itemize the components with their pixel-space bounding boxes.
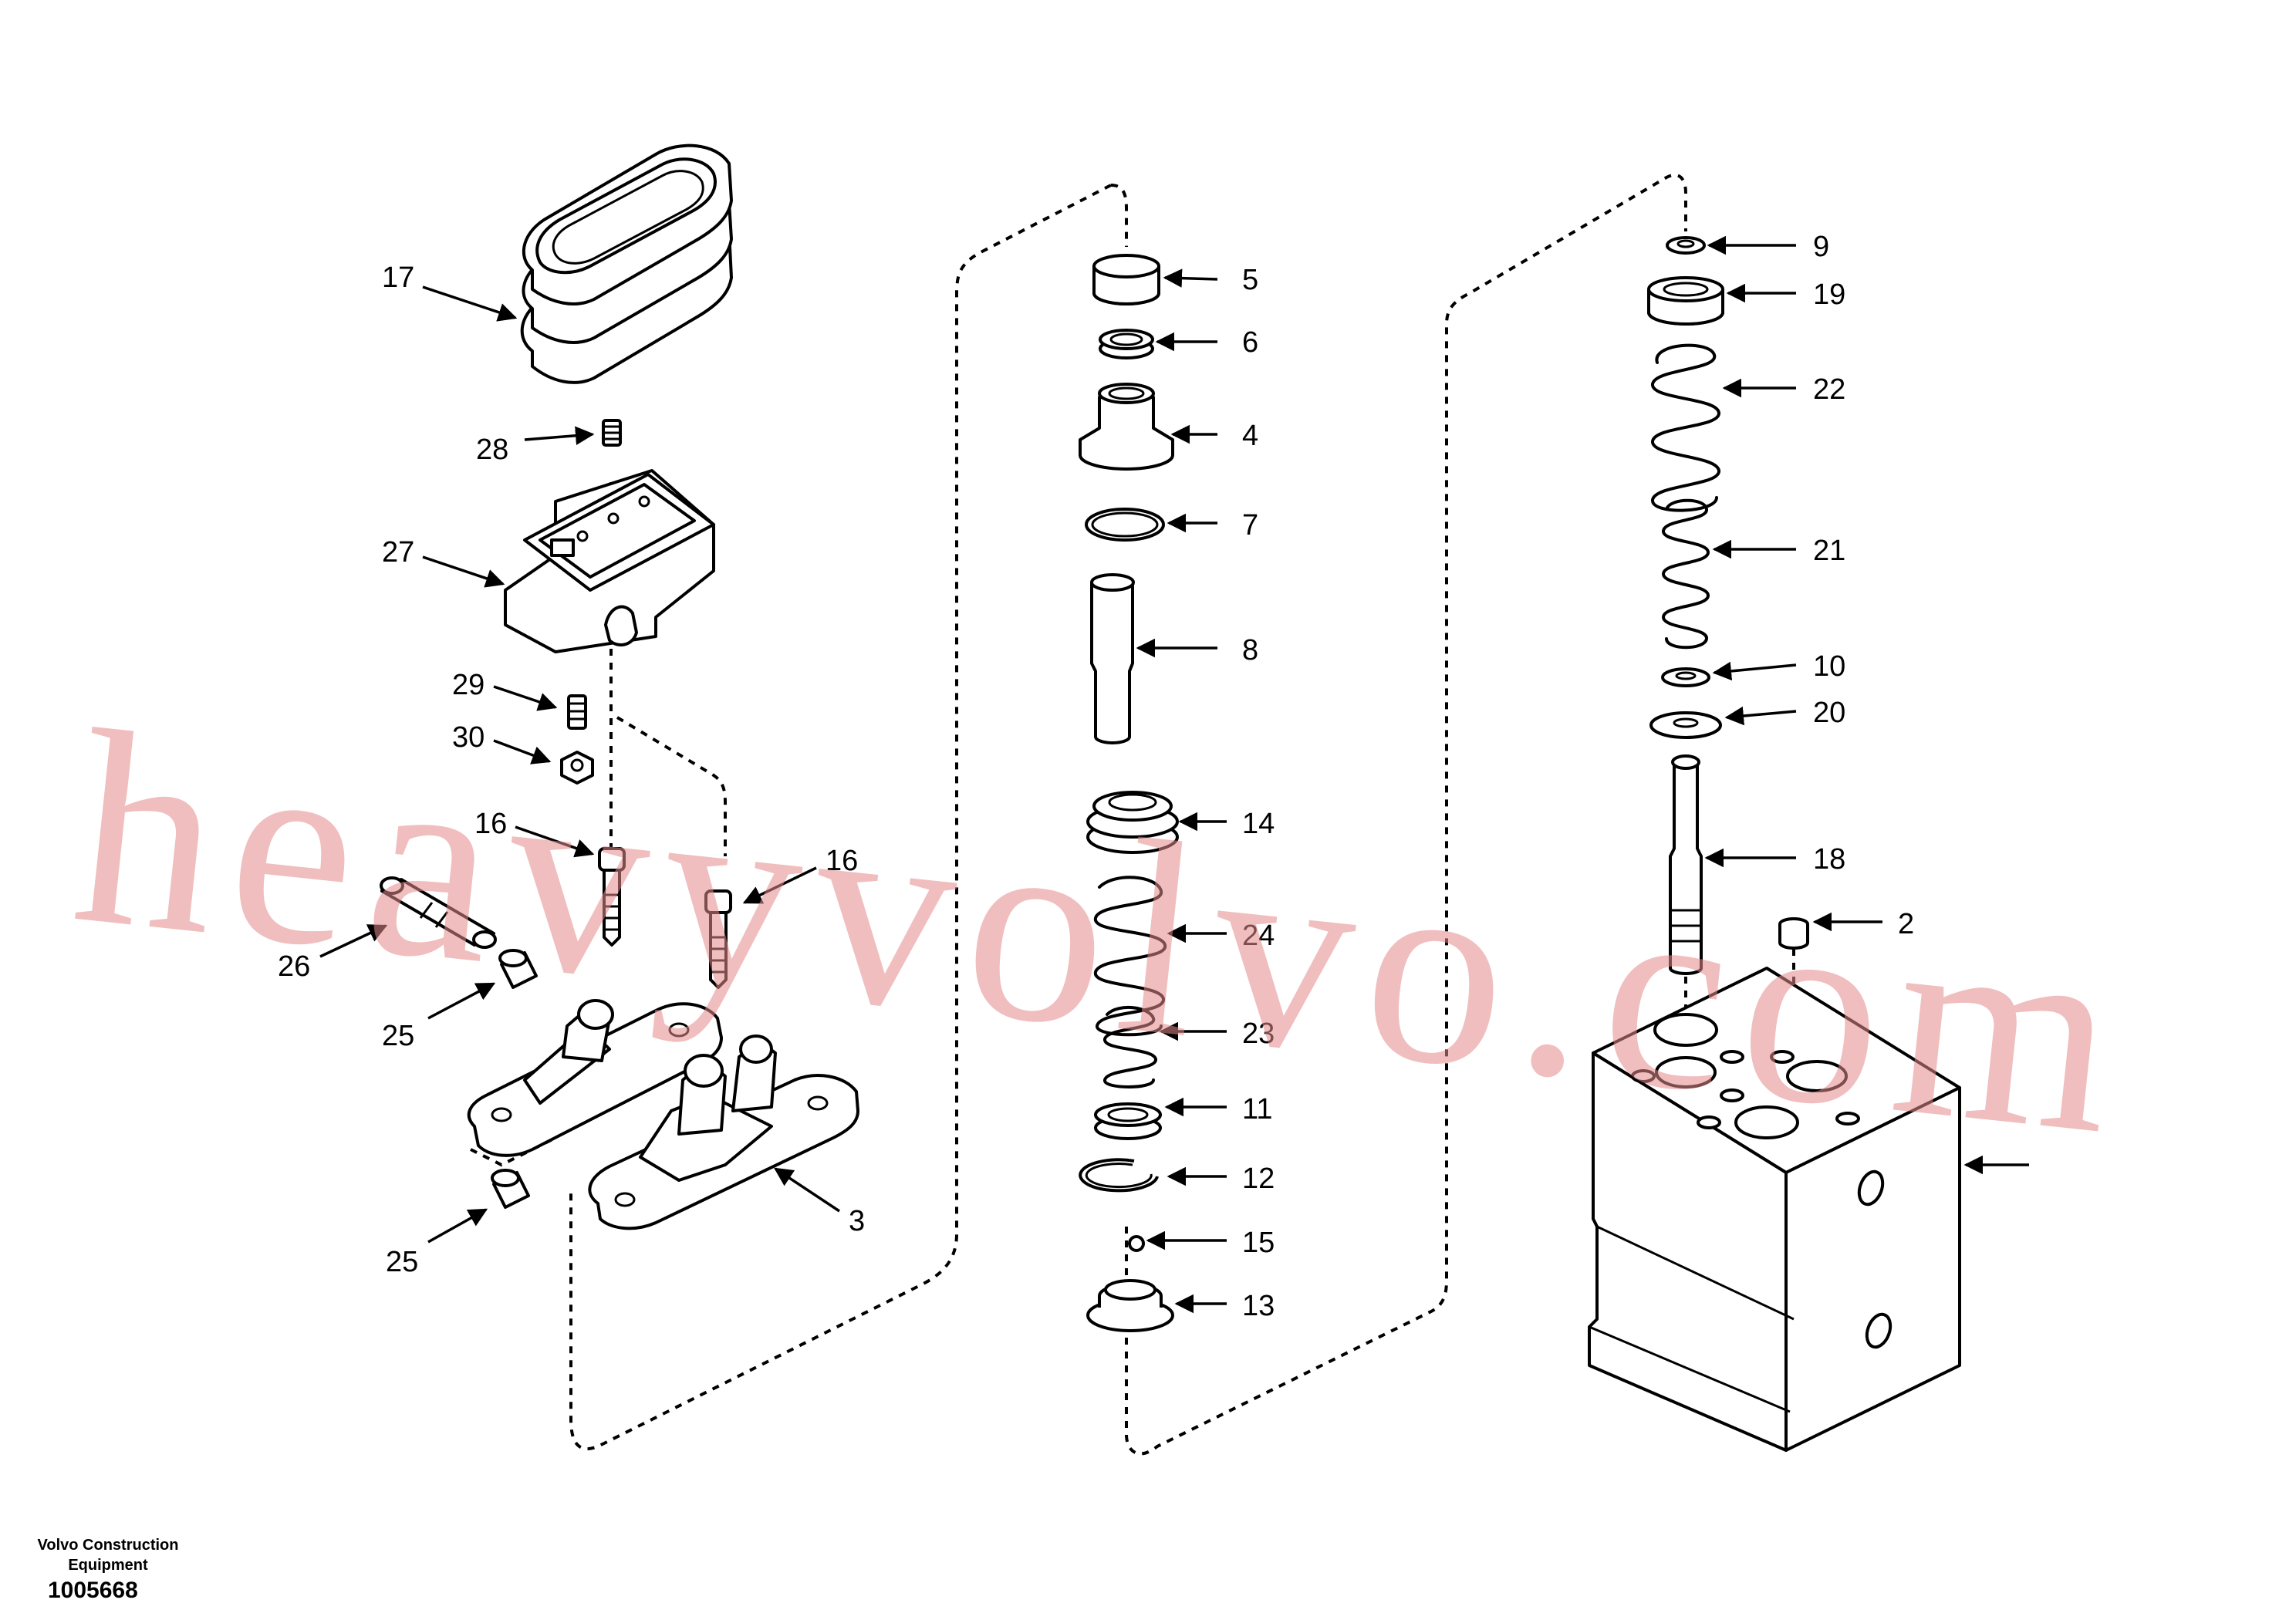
part-6-ring [1099,329,1154,359]
part-17-boot [520,143,733,384]
part-15-ball [1128,1235,1145,1252]
part-19-seat [1647,276,1724,326]
callout-2: 2 [1898,908,1914,940]
part-26-pin [380,876,497,949]
part-24-spring [1094,876,1167,1037]
part-16-bolt-a [598,847,626,947]
callout-7: 7 [1242,509,1258,542]
part-1-valve-body [1588,967,1961,1452]
part-12-snap-ring [1079,1158,1159,1193]
callout-16-a: 16 [474,808,507,840]
part-20-washer [1649,711,1722,739]
part-27-plate [504,469,715,653]
part-30-nut [560,751,594,785]
callout-28: 28 [476,434,508,466]
part-7-o-ring [1085,508,1165,542]
part-9-washer [1666,236,1706,255]
callout-15: 15 [1242,1227,1275,1259]
part-25-bushing-a [498,949,538,989]
callout-18: 18 [1813,843,1845,876]
callout-leaders [319,235,2029,1314]
part-13-plug [1086,1279,1174,1332]
part-4-guide [1079,383,1174,471]
part-25-bushing-b [491,1169,530,1209]
callout-30: 30 [452,721,485,754]
callout-9: 9 [1813,231,1829,263]
brand-line-2: Equipment [68,1557,148,1574]
callout-11: 11 [1242,1093,1272,1126]
part-18-spool [1669,754,1703,975]
callout-14: 14 [1242,808,1275,840]
callout-13: 13 [1242,1290,1275,1322]
part-5-ring [1092,254,1160,305]
callout-26: 26 [278,950,310,983]
callout-24: 24 [1242,920,1275,952]
brand-label: Volvo Construction Equipment [31,1535,185,1575]
callout-22: 22 [1813,373,1845,406]
part-3-base-plate-front [588,1034,859,1230]
callout-23: 23 [1242,1018,1275,1050]
callout-19: 19 [1813,278,1845,311]
part-2-plug [1778,917,1809,950]
part-16-bolt-b [704,889,732,989]
part-3-base-plate-rear [467,999,723,1157]
callout-5: 5 [1242,264,1258,296]
callout-labels: 17 28 27 29 30 16 16 26 25 25 3 5 6 4 7 … [278,231,1914,1322]
callout-25-b: 25 [386,1246,418,1278]
callout-27: 27 [382,536,414,569]
callout-17: 17 [382,262,414,294]
callout-3: 3 [849,1205,865,1237]
part-14-seal [1086,791,1179,854]
callout-12: 12 [1242,1163,1275,1195]
drawing-number: 1005668 [48,1578,138,1603]
brand-line-1: Volvo Construction [37,1537,179,1554]
callout-20: 20 [1813,697,1845,729]
part-21-spring [1662,498,1710,650]
part-22-spring [1651,343,1720,512]
part-28-set-screw [602,419,622,447]
part-23-spring [1103,1005,1157,1088]
callout-21: 21 [1813,535,1845,567]
callout-10: 10 [1813,650,1845,683]
callout-29: 29 [452,669,485,701]
callout-16-b: 16 [826,845,858,877]
part-11-seat [1094,1102,1162,1140]
callout-25-a: 25 [382,1020,414,1052]
part-29-set-screw [567,694,587,730]
part-8-piston [1090,573,1135,744]
callout-6: 6 [1242,326,1258,359]
part-10-washer [1661,667,1710,687]
callout-4: 4 [1242,420,1258,452]
callout-8: 8 [1242,634,1258,667]
